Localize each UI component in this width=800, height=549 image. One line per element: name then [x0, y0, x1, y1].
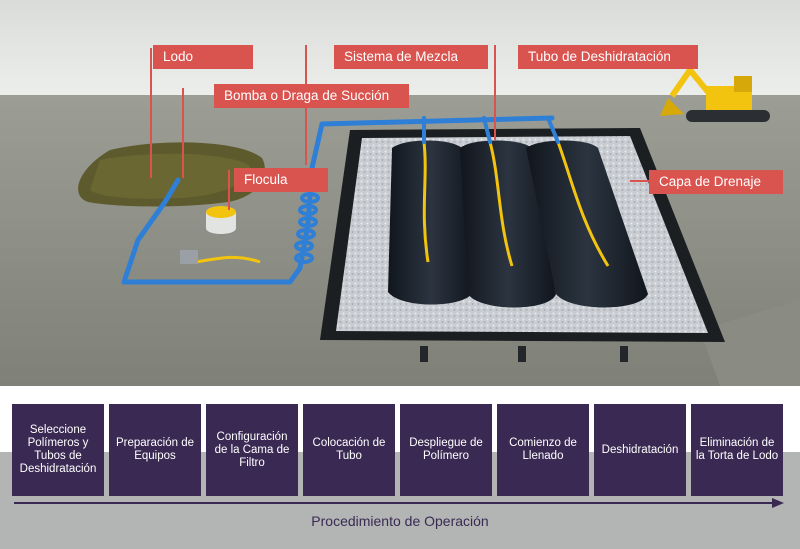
drenaje-leader [630, 180, 650, 182]
callout-mezcla: Sistema de Mezcla [334, 45, 488, 69]
bomba-leader [182, 88, 184, 178]
outlet-pipes [420, 346, 628, 362]
geotextile-tubes [388, 140, 648, 308]
step-polymer-deploy: Despliegue de Polímero [400, 404, 492, 496]
ground-slope-right [700, 300, 800, 386]
procedure-arrow [14, 498, 784, 508]
step-filter-bed: Configuración de la Cama de Filtro [206, 404, 298, 496]
mixing-coils [294, 192, 320, 264]
step-tube-placement: Colocación de Tubo [303, 404, 395, 496]
callout-flocula: Flocula [234, 168, 328, 192]
step-dewatering: Deshidratación [594, 404, 686, 496]
geotextile-tube-2 [460, 140, 556, 308]
sludge-pond [78, 142, 265, 207]
callout-bomba: Bomba o Draga de Succión [214, 84, 409, 108]
step-equipment-prep: Preparación de Equipos [109, 404, 201, 496]
step-cake-removal: Eliminación de la Torta de Lodo [691, 404, 783, 496]
lodo-leader [150, 48, 152, 178]
excavator [660, 65, 770, 122]
geotextile-tube-1 [388, 140, 474, 305]
flocula-leader [228, 170, 230, 210]
step-fill-start: Comienzo de Llenado [497, 404, 589, 496]
tubo-leader [494, 45, 496, 140]
geotextile-tube-3 [526, 140, 648, 308]
step-select-polymers: Seleccione Polímeros y Tubos de Deshidra… [12, 404, 104, 496]
callout-tubo: Tubo de Deshidratación [518, 45, 698, 69]
procedure-label: Procedimiento de Operación [311, 513, 489, 529]
callout-lodo: Lodo [153, 45, 253, 69]
callout-drenaje: Capa de Drenaje [649, 170, 783, 194]
